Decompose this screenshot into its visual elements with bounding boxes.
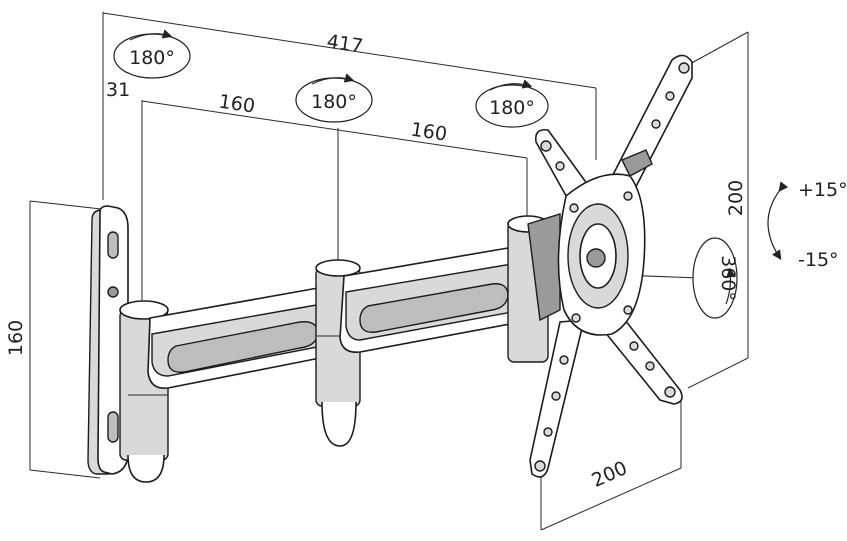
arm-2 bbox=[339, 246, 529, 354]
tilt-indicator: +15° -15° bbox=[767, 179, 847, 271]
dim-arm-1: 160 bbox=[217, 91, 256, 118]
rotation-label-2: 180° bbox=[311, 91, 357, 113]
arm-2-slot bbox=[359, 283, 509, 333]
joint-head bbox=[507, 213, 561, 363]
dim-overall-width: 417 bbox=[325, 31, 364, 58]
wall-plate-slot-top bbox=[107, 231, 119, 259]
arm-1 bbox=[147, 286, 339, 389]
tilt-up-label: +15° bbox=[798, 179, 847, 201]
dim-wall-plate-height: 160 bbox=[5, 320, 27, 356]
rotation-indicator-1: 180° bbox=[113, 29, 191, 79]
wall-plate-slot-bottom bbox=[107, 411, 119, 443]
rotation-indicator-plate: 360° bbox=[692, 237, 739, 319]
dimension-lines bbox=[29, 12, 749, 531]
dim-vesa-horizontal: 200 bbox=[589, 457, 631, 492]
vesa-plate bbox=[529, 54, 693, 478]
rotation-label-3: 180° bbox=[489, 97, 535, 119]
rotation-label-1: 180° bbox=[129, 47, 175, 69]
wall-plate-hole bbox=[107, 286, 119, 298]
dim-offset: 31 bbox=[106, 79, 130, 101]
rotation-label-plate: 360° bbox=[717, 255, 739, 301]
tilt-down-label: -15° bbox=[798, 249, 839, 271]
center-pivot bbox=[586, 248, 606, 268]
dim-arm-2: 160 bbox=[409, 119, 448, 146]
dim-vesa-vertical: 200 bbox=[725, 180, 747, 216]
rotation-indicator-3: 180° bbox=[475, 79, 549, 128]
rotation-indicator-2: 180° bbox=[295, 73, 373, 123]
